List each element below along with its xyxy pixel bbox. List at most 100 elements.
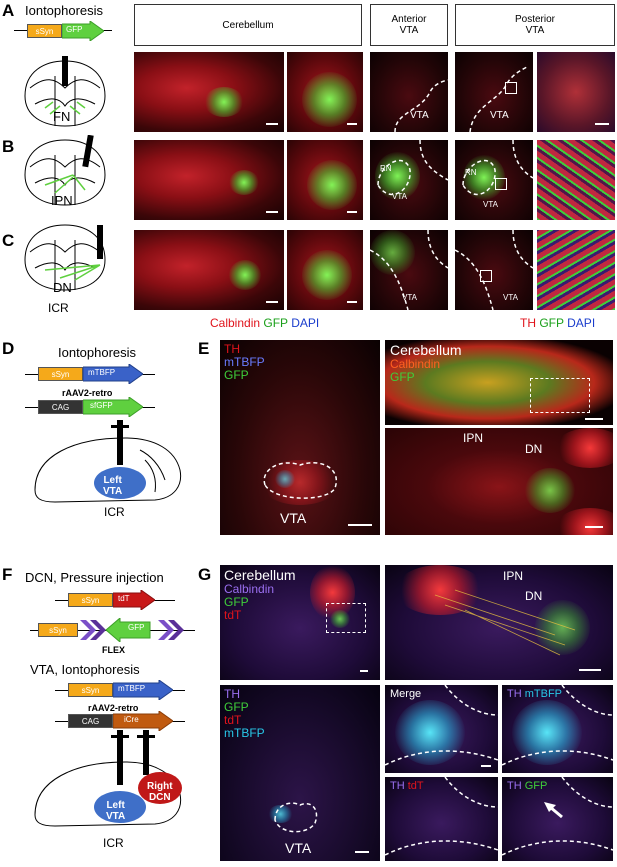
vta-label-g: VTA [285, 840, 312, 856]
image-g-th-mtbfp: TH mTBFP [502, 685, 613, 773]
image-a-cerebellum [134, 52, 284, 132]
image-c-posterior-zoom [537, 230, 615, 310]
ssyn-promoter: sSyn [68, 683, 113, 697]
panel-c-label: C [2, 231, 15, 250]
gfp-arrow-icon [62, 21, 104, 41]
fn-label: FN [53, 109, 70, 124]
header-posterior-vta: Posterior VTA [455, 4, 615, 46]
image-g-merge: Merge [385, 685, 498, 773]
icre-gene-label: iCre [124, 715, 139, 724]
image-e-vta: TH mTBFP GFP VTA [220, 340, 380, 535]
panel-d-label: D [2, 339, 15, 358]
mtbfp-arrow-icon [83, 364, 143, 384]
image-a-anterior-vta: VTA [370, 52, 448, 132]
icre-arrow-icon [113, 711, 173, 731]
ipn-label: IPN [51, 193, 73, 208]
image-c-anterior-vta: VTA [370, 230, 448, 310]
image-c-cerebellum [134, 230, 284, 310]
panel-b-label: B [2, 137, 15, 156]
ssyn-promoter: sSyn [38, 367, 83, 381]
mtbfp-arrow-icon [113, 680, 173, 700]
panel-a-label: A [2, 1, 15, 20]
arrow-icon [544, 802, 563, 819]
image-e-cerebellum: Cerebellum Calbindin GFP [385, 340, 613, 425]
gfp-gene-label: GFP [66, 25, 83, 34]
sagittal-brain-schematic-f [34, 730, 182, 827]
image-a-cerebellum-zoom [287, 52, 363, 132]
panel-e-label: E [198, 339, 210, 358]
cerebellum-schematic-dn [24, 224, 106, 291]
cerebellum-schematic-fn: FN [24, 56, 106, 127]
mtbfp-gene-label: mTBFP [88, 368, 116, 377]
legend-calbindin-g: Calbindin [224, 582, 275, 596]
cerebellum-title-e: Cerebellum [390, 342, 462, 358]
header-anterior-vta: Anterior VTA [370, 4, 448, 46]
image-g-cerebellum-zoom: IPN DN [385, 565, 613, 680]
legend-mtbfp: mTBFP [224, 355, 265, 369]
cag-promoter: CAG [38, 400, 83, 414]
legend-calbindin-gfp-dapi: Calbindin GFP DAPI [210, 316, 320, 330]
ssyn-promoter: sSyn [27, 24, 62, 38]
dn-label-g: DN [525, 589, 543, 603]
image-a-posterior-zoom [537, 52, 615, 132]
image-b-posterior-vta: RN VTA [455, 140, 533, 220]
legend-th: TH [224, 342, 240, 356]
sagittal-brain-schematic [34, 420, 182, 503]
image-g-vta: TH GFP tdT mTBFP VTA [220, 685, 380, 861]
merge-label: Merge [390, 688, 422, 700]
left-vta-label: Left VTA [103, 475, 123, 497]
image-c-posterior-vta: VTA [455, 230, 533, 310]
icr-label-c: ICR [48, 301, 69, 315]
legend-mtbfp-g: mTBFP [224, 726, 265, 740]
scale-bar [266, 123, 278, 125]
image-b-cerebellum [134, 140, 284, 220]
mtbfp-gene-label-f: mTBFP [118, 684, 146, 693]
image-g-th-tdt: TH tdT [385, 777, 498, 861]
legend-gfp: GFP [224, 368, 249, 382]
legend-th-g: TH [224, 687, 240, 701]
sfgfp-gene-label: sfGFP [90, 401, 113, 410]
left-vta-label-f: Left VTA [106, 800, 126, 822]
image-c-cerebellum-zoom [287, 230, 363, 310]
rAAV2-retro-label-f: rAAV2-retro [88, 703, 139, 713]
rAAV2-retro-label: rAAV2-retro [62, 388, 113, 398]
image-a-posterior-vta: VTA [455, 52, 533, 132]
ssyn-promoter: sSyn [68, 593, 113, 607]
vta-label-e: VTA [280, 510, 307, 526]
panel-g-label: G [198, 565, 212, 584]
icr-label-d: ICR [104, 505, 125, 519]
ipn-label-e: IPN [463, 431, 484, 445]
ssyn-promoter: sSyn [38, 623, 78, 637]
zoom-region-box [530, 378, 590, 413]
panel-f-method2: VTA, Iontophoresis [30, 662, 140, 677]
image-b-cerebellum-zoom [287, 140, 363, 220]
legend-gfp: GFP [390, 370, 415, 384]
tdt-arrow-icon [113, 590, 155, 610]
image-b-anterior-vta: RN VTA [370, 140, 448, 220]
panel-d-method: Iontophoresis [58, 345, 137, 360]
sfgfp-arrow-icon [83, 397, 143, 417]
flex-cassette-icon [80, 618, 184, 642]
cerebellum-title-g: Cerebellum [224, 567, 296, 583]
image-g-th-gfp: TH GFP [502, 777, 613, 861]
panel-a-method: Iontophoresis [25, 3, 104, 18]
legend-th-gfp-dapi: TH GFP DAPI [520, 316, 596, 330]
panel-f-label: F [2, 565, 13, 584]
image-e-cerebellum-zoom: IPN DN [385, 428, 613, 535]
image-g-cerebellum: Cerebellum Calbindin GFP tdT [220, 565, 380, 680]
icr-label-f: ICR [103, 836, 124, 850]
tdt-gene-label: tdT [118, 594, 130, 603]
zoom-region-box-g [326, 603, 366, 633]
legend-gfp-g2: GFP [224, 700, 249, 714]
cag-promoter: CAG [68, 714, 113, 728]
legend-tdt-g2: tdT [224, 713, 242, 727]
dn-label: DN [53, 280, 72, 295]
panel-f-method1: DCN, Pressure injection [25, 570, 164, 585]
right-dcn-label: Right DCN [147, 781, 173, 803]
ipn-label-g: IPN [503, 569, 524, 583]
flex-label: FLEX [102, 645, 126, 655]
legend-calbindin: Calbindin [390, 357, 441, 371]
legend-tdt-g: tdT [224, 608, 242, 622]
gfp-gene-label-f: GFP [128, 623, 145, 632]
legend-gfp-g: GFP [224, 595, 249, 609]
